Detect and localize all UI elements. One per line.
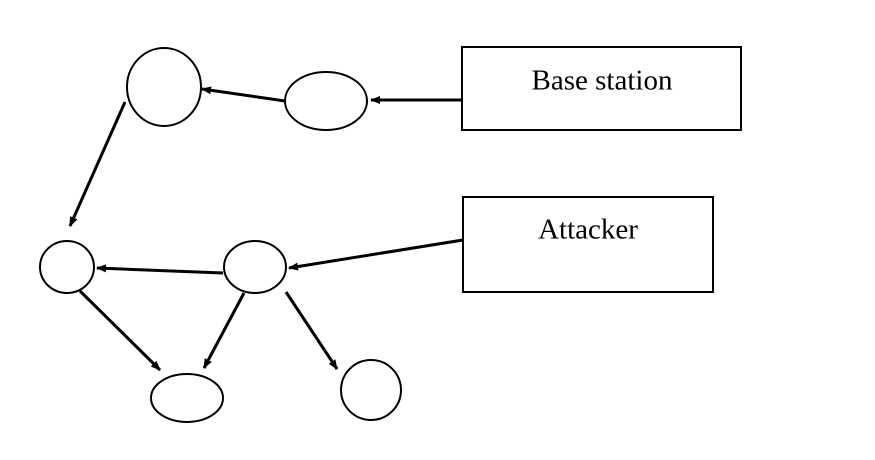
node-bottom-right	[340, 359, 402, 421]
edge-attacker-to-node-mid-center	[288, 238, 464, 271]
base-station-box	[461, 46, 742, 131]
node-mid-center	[223, 240, 287, 294]
node-relay-top	[284, 71, 368, 131]
edge-relay-top-to-node-top-left	[201, 86, 286, 103]
base-station-label: Base station	[532, 65, 673, 97]
edge-node-mid-left-to-node-bottom-left	[78, 289, 162, 372]
edge-node-mid-center-to-node-bottom-left	[202, 292, 246, 369]
edge-node-mid-center-to-node-bottom-right	[284, 291, 339, 370]
node-mid-left	[39, 240, 95, 294]
attacker-box	[462, 196, 714, 293]
attacker-label: Attacker	[538, 214, 638, 246]
node-bottom-left	[150, 373, 224, 423]
edge-node-top-left-to-node-mid-left	[68, 101, 127, 227]
edge-node-mid-center-to-node-mid-left	[96, 264, 224, 275]
node-top-left	[126, 47, 202, 127]
